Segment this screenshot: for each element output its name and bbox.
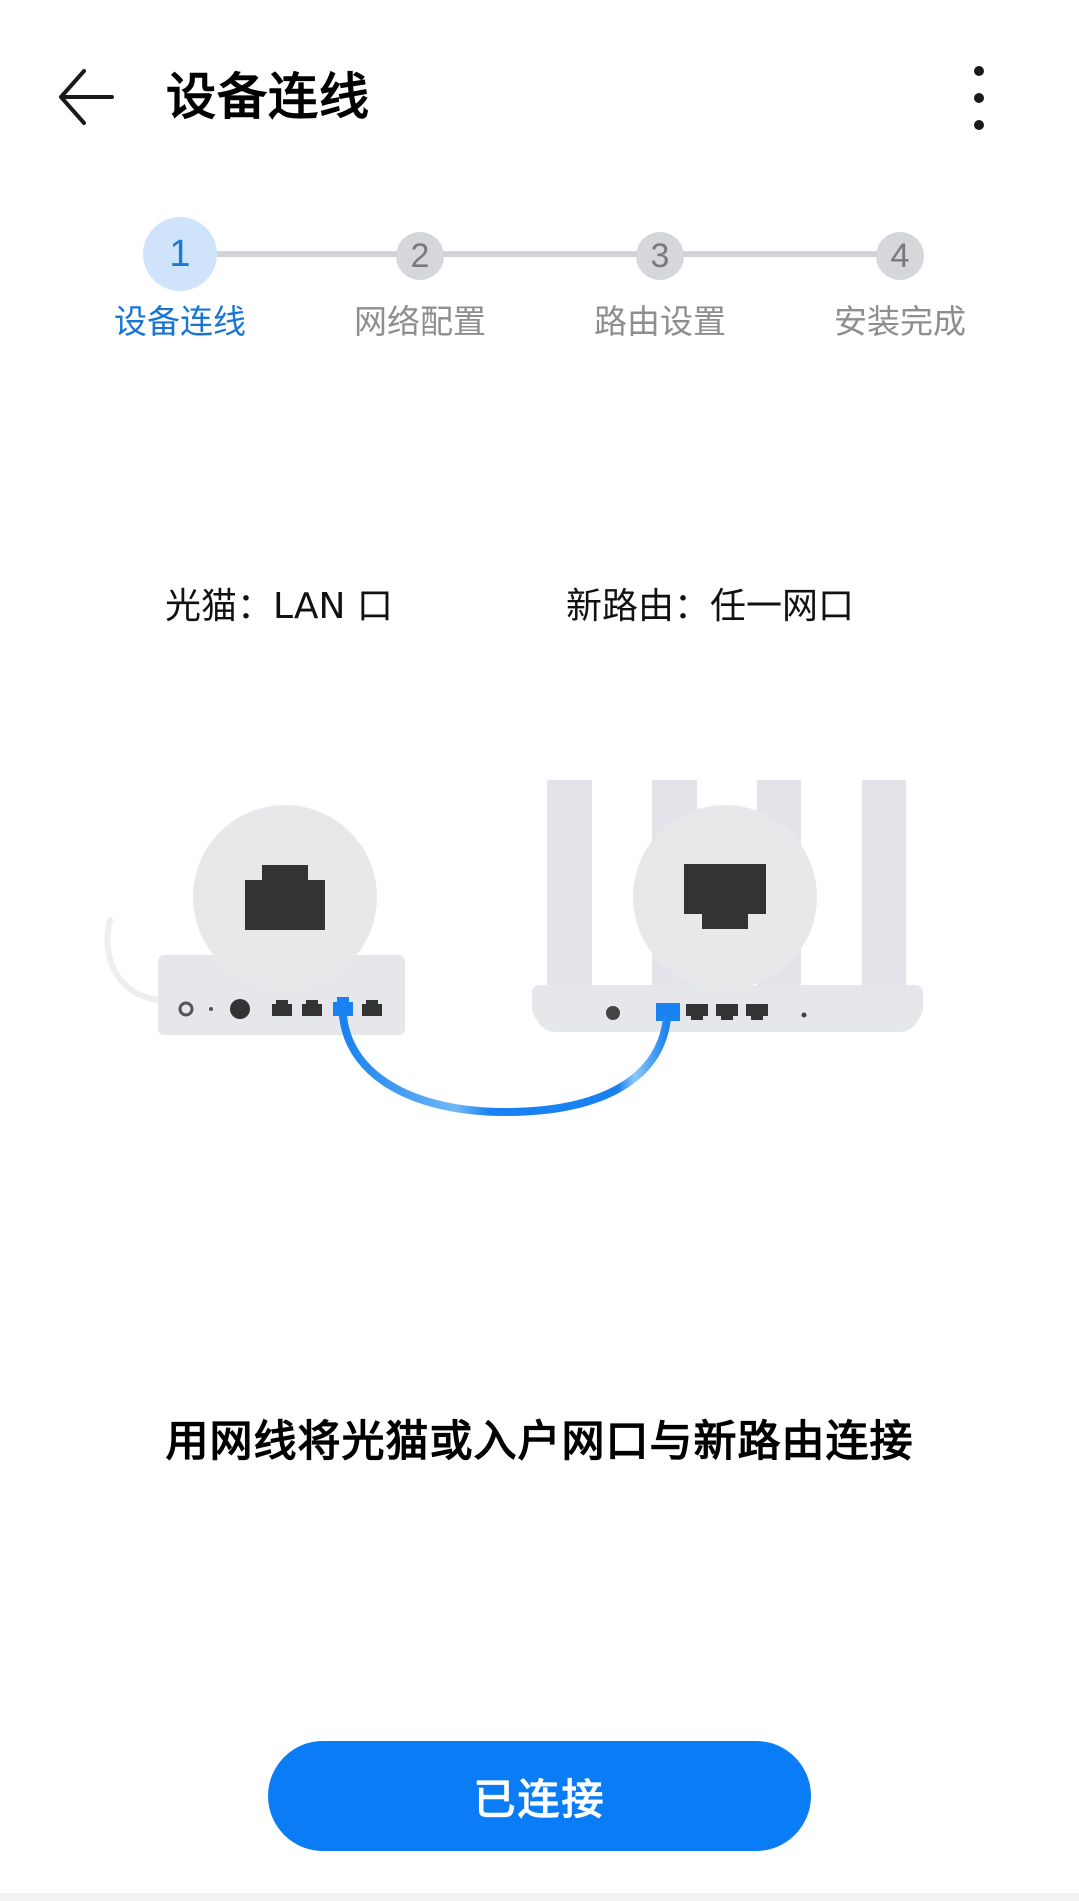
step-circle-2: 2 [396,232,444,280]
connection-illustration [0,760,1079,1140]
modem-port-label: 光猫：LAN 口 [165,586,393,627]
cable-diagram-icon [104,780,923,1117]
bottom-edge [0,1893,1079,1901]
instruction-text: 用网线将光猫或入户网口与新路由连接 [165,1417,914,1467]
progress-stepper: 1 设备连线 2 网络配置 3 路由设置 4 安装完成 [0,200,1079,350]
step-4: 4 安装完成 [800,200,1000,341]
step-2: 2 网络配置 [320,200,520,341]
step-label-1: 设备连线 [114,302,246,341]
connected-button[interactable]: 已连接 [268,1741,811,1851]
more-vertical-icon-dot [974,93,984,103]
more-options-button[interactable] [950,56,1008,140]
step-circle-1: 1 [143,217,217,291]
more-vertical-icon-dot [974,120,984,130]
router-port-label: 新路由：任一网口 [566,586,855,627]
arrow-left-icon [59,69,114,125]
step-circle-4: 4 [876,232,924,280]
page-title: 设备连线 [166,68,370,126]
stepper-track [180,251,900,257]
more-vertical-icon-dot [974,66,984,76]
step-circle-3: 3 [636,232,684,280]
step-label-2: 网络配置 [354,302,486,341]
step-label-4: 安装完成 [834,302,966,341]
step-label-3: 路由设置 [594,302,726,341]
step-3: 3 路由设置 [560,200,760,341]
step-1: 1 设备连线 [80,200,280,341]
back-button[interactable] [40,55,132,139]
